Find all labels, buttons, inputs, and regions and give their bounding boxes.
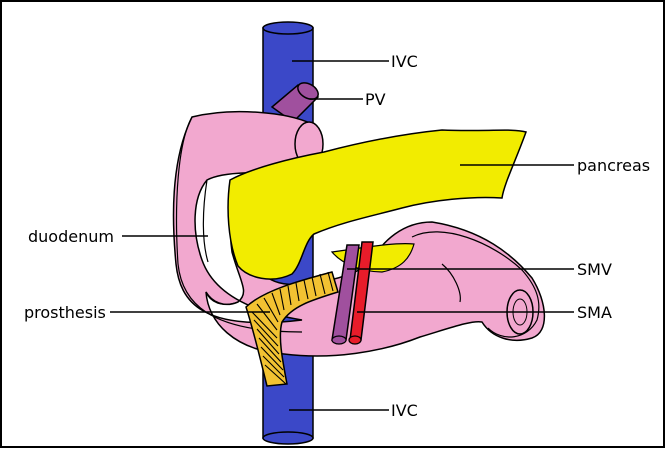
ivc-bottom-label: IVC: [391, 401, 418, 420]
ivc-top-label: IVC: [391, 52, 418, 71]
prosthesis-label: prosthesis: [24, 303, 106, 322]
leader-lines: [110, 61, 574, 410]
smv-label: SMV: [577, 260, 612, 279]
sma-label: SMA: [577, 303, 612, 322]
pv-label: PV: [365, 90, 386, 109]
duodenum-label: duodenum: [28, 227, 114, 246]
pancreas-label: pancreas: [577, 156, 650, 175]
